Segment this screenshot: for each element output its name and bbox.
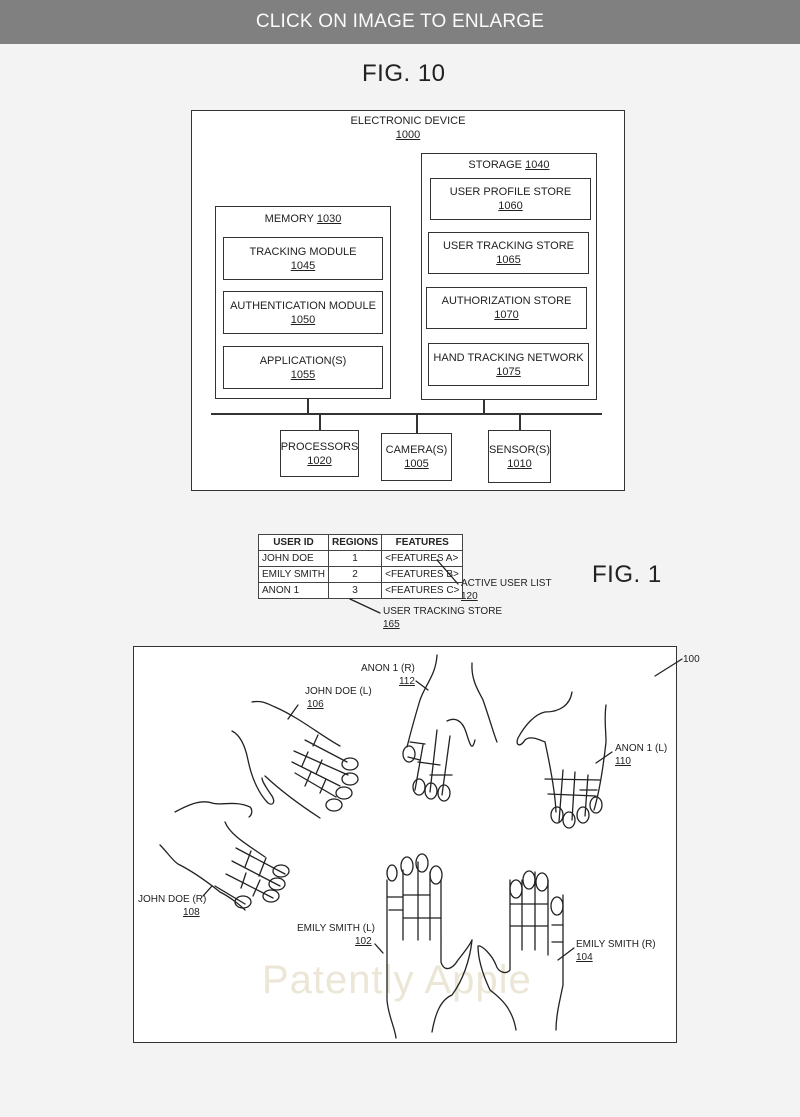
leader-scene-ref [654,658,683,677]
leader-user-tracking-store [349,598,381,614]
fig10-title: FIG. 10 [362,60,446,87]
camera-scene-box [133,646,677,1043]
table-row: EMILY SMITH 2 <FEATURES B> [258,566,464,583]
system-bus [211,413,602,415]
hand-john-doe-left-drawing [174,700,359,819]
table-cell: 3 [327,582,383,599]
leader-active-user-list [436,559,459,585]
memory-label: MEMORY 1030 [264,213,342,225]
leader-emily-smith-left [374,943,384,954]
leader-john-doe-left [287,704,299,720]
hand-label-john-doe-left: JOHN DOE (L)106 [305,686,372,710]
storage-bus-connector [483,400,485,413]
leader-emily-smith-right [557,947,575,961]
hand-label-emily-smith-right: EMILY SMITH (R)104 [576,939,656,963]
cameras-bus-connector [416,413,418,433]
table-cell: <FEATURES B> [381,566,464,583]
table-row: ANON 1 3 <FEATURES C> [258,582,464,599]
sensors-bus-connector [519,413,521,430]
leader-anon1-right [415,680,429,691]
hand-emily-smith-left-drawing [386,853,473,1039]
processors-bus-connector [319,413,321,430]
fig1-title: FIG. 1 [592,561,662,588]
hand-label-anon1-left: ANON 1 (L)110 [615,743,668,767]
hand-anon1-right-drawing [402,654,498,802]
hand-label-anon1-right: ANON 1 (R)112 [361,663,415,687]
hand-emily-smith-right-drawing [477,870,564,1031]
storage-label: STORAGE 1040 [468,159,550,171]
electronic-device-label: ELECTRONIC DEVICE 1000 [350,115,466,141]
memory-bus-connector [307,399,309,413]
click-to-enlarge-banner[interactable]: CLICK ON IMAGE TO ENLARGE [0,0,800,44]
active-user-list-table: USER ID REGIONS FEATURES JOHN DOE 1 <FEA… [258,534,464,599]
cameras-box: CAMERA(S)1005 [381,433,452,481]
hand-john-doe-right-drawing [159,821,290,911]
hand-anon1-left-drawing [516,691,607,829]
hand-label-emily-smith-left: EMILY SMITH (L)102 [297,923,375,947]
applications-box: APPLICATION(S)1055 [223,346,383,389]
sensors-box: SENSOR(S)1010 [488,430,551,483]
hand-label-john-doe-right: JOHN DOE (R)108 [138,894,207,918]
leader-john-doe-right [202,885,213,897]
table-cell: <FEATURES C> [381,582,464,599]
scene-ref-label: 100 [683,654,700,665]
